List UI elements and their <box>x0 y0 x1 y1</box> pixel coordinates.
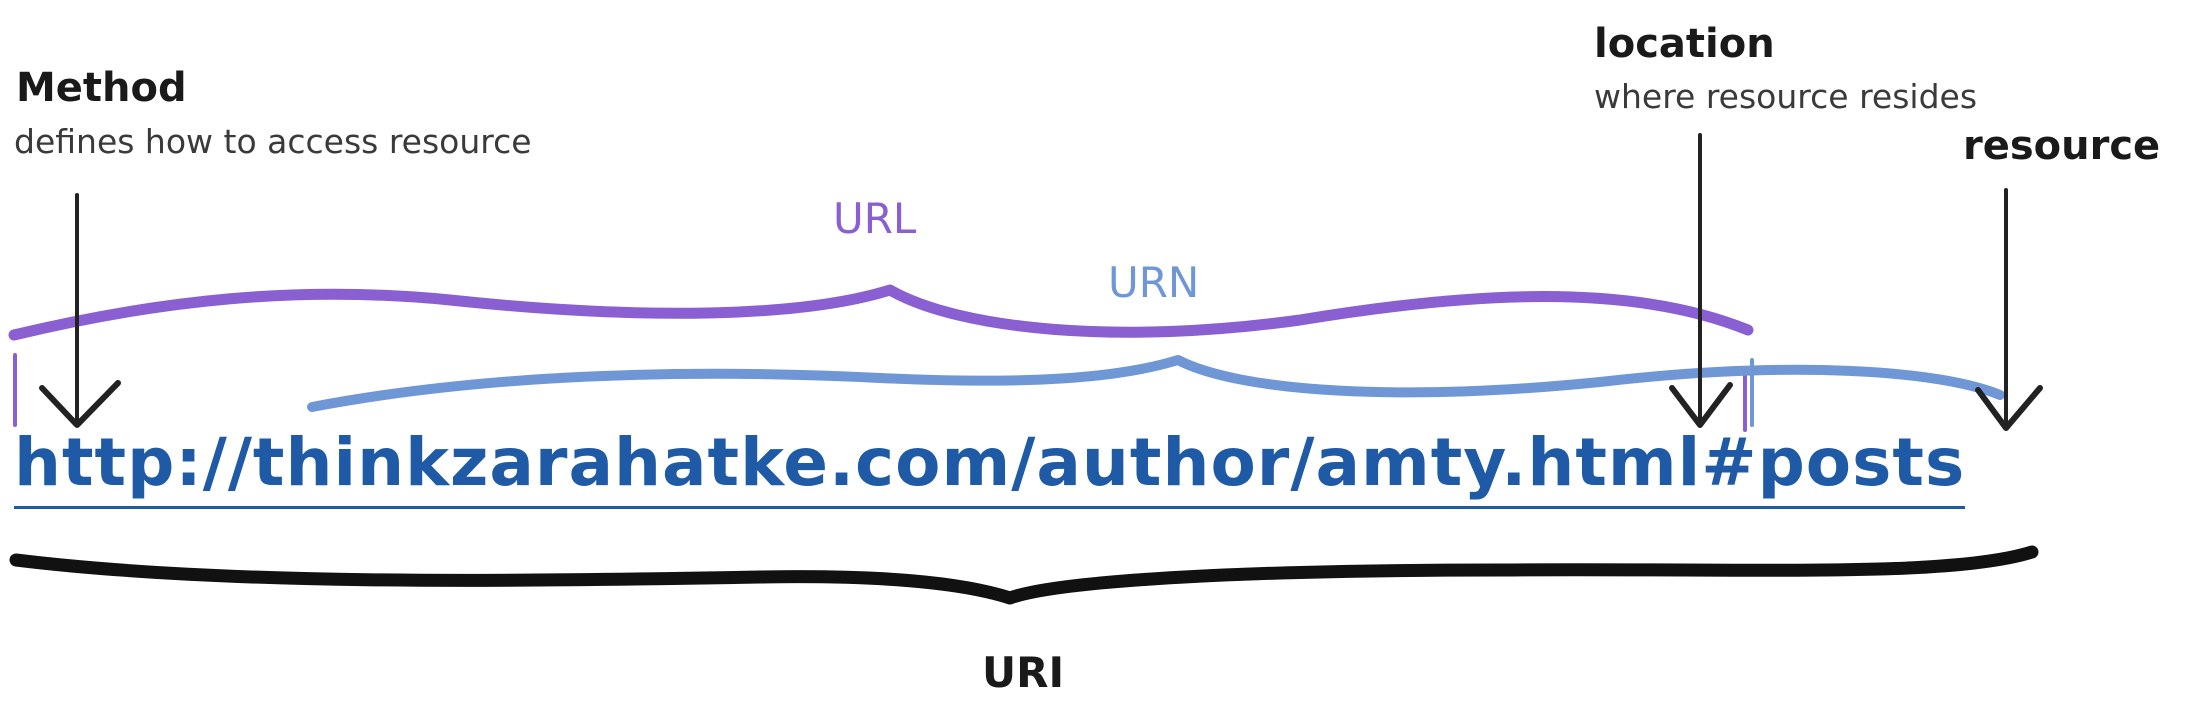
example-uri-link: http://thinkzarahatke.com/author/amty.ht… <box>14 430 1966 509</box>
location-description: where resource resides <box>1594 77 1978 116</box>
location-title: location <box>1594 21 1775 67</box>
uri-bracket <box>9 545 2039 605</box>
urn-label: URN <box>1108 258 1200 307</box>
urn-bracket <box>307 355 2005 412</box>
location-arrow-icon <box>1669 133 1733 428</box>
method-arrow-icon <box>39 193 121 428</box>
resource-title: resource <box>1963 123 2161 169</box>
url-bracket <box>8 284 1754 341</box>
resource-arrow-icon <box>1975 188 2043 431</box>
method-title: Method <box>16 65 187 111</box>
method-description: defines how to access resource <box>14 122 532 161</box>
uri-label: URI <box>982 648 1065 697</box>
url-label: URL <box>833 194 917 243</box>
